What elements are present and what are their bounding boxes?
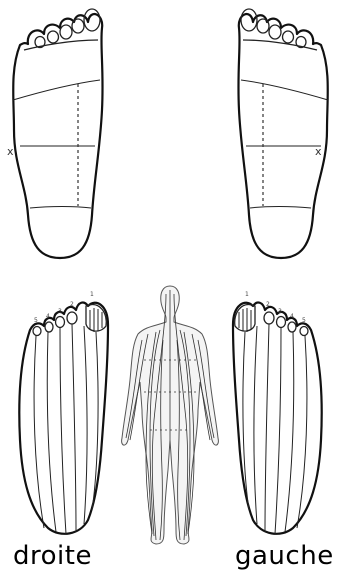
top-right-foot-outline xyxy=(238,14,327,258)
left-foot-label: gauche xyxy=(235,543,334,569)
body-meridian-lines xyxy=(126,290,214,540)
top-left-foot-outline xyxy=(13,14,102,258)
right-toe-number-2: 2 xyxy=(70,301,74,308)
top-right-foot xyxy=(238,9,328,258)
top-left-zone-line-1 xyxy=(13,80,100,100)
left-toe-number-2: 2 xyxy=(266,301,270,308)
left-toe-number-4: 4 xyxy=(290,313,294,320)
right-toe-number-5: 5 xyxy=(34,317,38,324)
bottom-right-toes xyxy=(33,305,106,336)
right-toe-number-3: 3 xyxy=(58,308,62,315)
bottom-left-toes xyxy=(235,305,308,336)
bottom-left-foot-lines xyxy=(233,303,322,534)
left-toe-number-1: 1 xyxy=(245,291,249,298)
top-left-zone-line-3 xyxy=(30,207,91,209)
human-body-figure xyxy=(122,286,219,544)
left-x-marker: x xyxy=(7,145,14,158)
top-left-foot xyxy=(13,9,103,258)
left-toe-number-5: 5 xyxy=(302,317,306,324)
right-toe-number-1: 1 xyxy=(90,291,94,298)
right-toe-number-4: 4 xyxy=(46,313,50,320)
bottom-right-foot-lines: 5 4 3 2 1 xyxy=(19,291,108,534)
left-toe-number-3: 3 xyxy=(278,308,282,315)
right-foot-label: droite xyxy=(13,543,92,569)
right-x-marker: x xyxy=(315,145,322,158)
